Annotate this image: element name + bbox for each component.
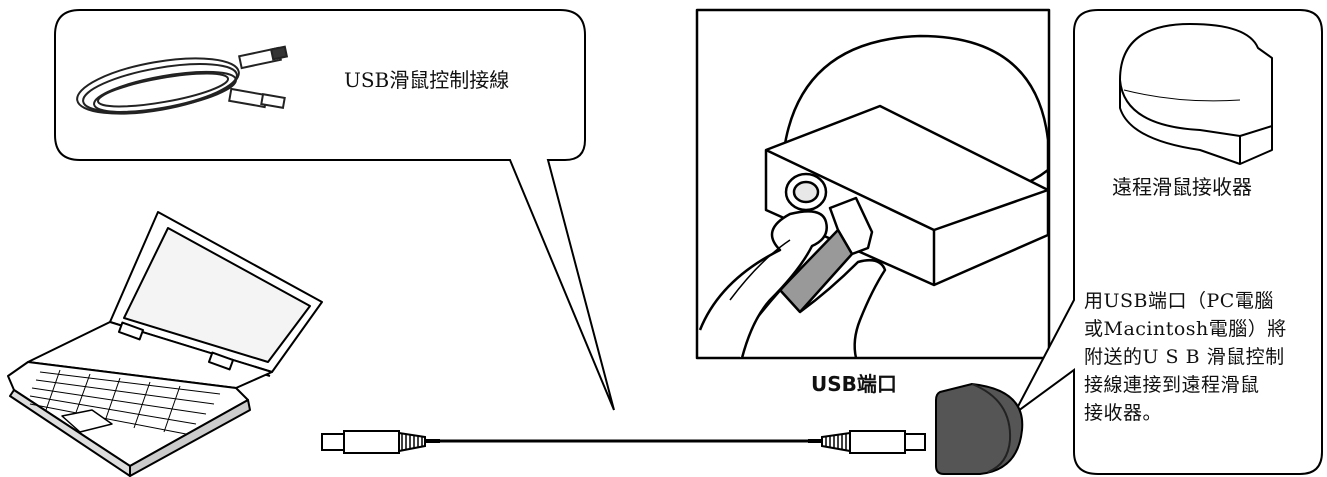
usb-cable-icon — [76, 45, 289, 115]
cable-callout — [54, 9, 615, 411]
receiver-device — [935, 383, 1024, 475]
usb-port-detail — [695, 8, 1051, 360]
instruction-line: 用USB端口（PC電腦 — [1084, 290, 1274, 312]
instruction-text: 用USB端口（PC電腦 或Macintosh電腦）將 附送的U S B 滑鼠控制… — [1084, 287, 1287, 427]
instruction-line: 附送的U S B 滑鼠控制 — [1084, 346, 1285, 368]
usb-cable-label: USB滑鼠控制接線 — [344, 68, 510, 92]
usb-cable — [321, 430, 926, 454]
usb-port-label: USB端口 — [811, 372, 897, 396]
instruction-line: 接線連接到遠程滑鼠 — [1084, 374, 1260, 396]
instruction-line: 接收器。 — [1084, 402, 1163, 424]
laptop-icon — [7, 211, 323, 477]
receiver-icon — [1119, 23, 1273, 165]
receiver-label: 遠程滑鼠接收器 — [1112, 175, 1252, 199]
instruction-line: 或Macintosh電腦）將 — [1084, 318, 1287, 340]
